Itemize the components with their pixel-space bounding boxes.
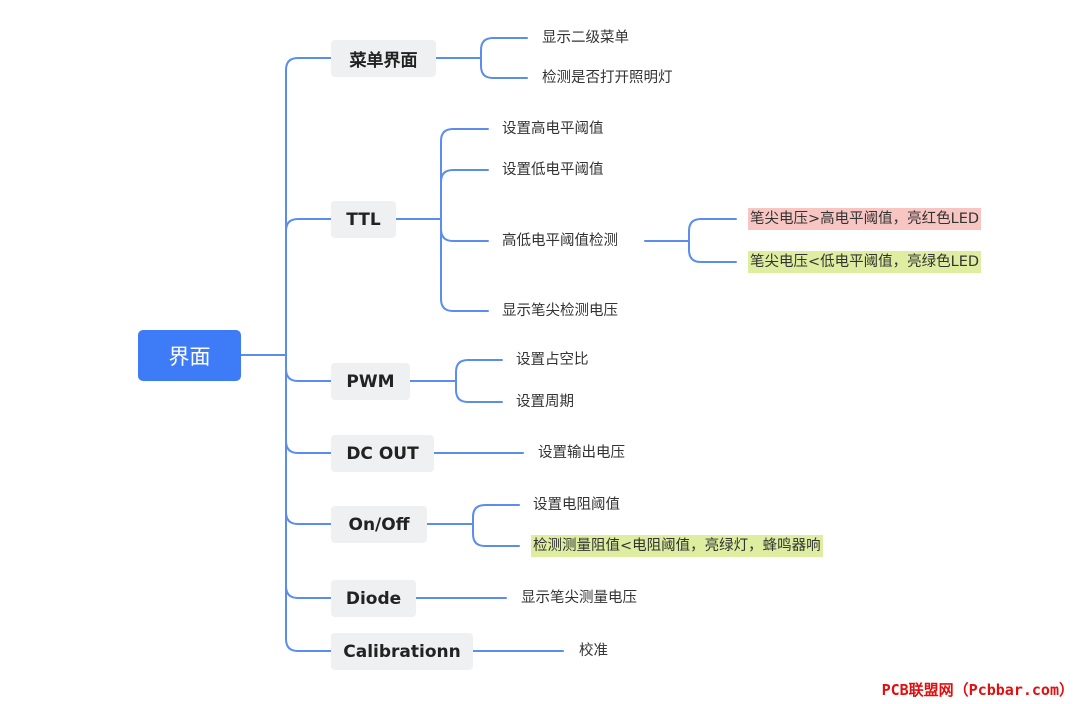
edge-pwm-2 [455, 380, 503, 403]
edge-onoff-2 [472, 523, 520, 547]
leaf-ttl-1[interactable]: 设置高电平阈值 [502, 121, 604, 137]
edge-dcout [285, 354, 332, 454]
leaf-diode-1[interactable]: 显示笔尖测量电压 [521, 590, 637, 606]
leaf-detect-low[interactable]: 笔尖电压<低电平阈值，亮绿色LED [748, 251, 982, 273]
leaf-pwm-2[interactable]: 设置周期 [516, 394, 574, 410]
leaf-menu-1[interactable]: 显示二级菜单 [542, 30, 629, 46]
leaf-pwm-1[interactable]: 设置占空比 [516, 352, 589, 368]
root-node[interactable]: 界面 [138, 330, 241, 381]
node-diode[interactable]: Diode [331, 580, 416, 617]
edge-ttl-3 [440, 218, 489, 242]
node-calibration[interactable]: Calibrationn [331, 633, 473, 670]
node-dcout[interactable]: DC OUT [331, 435, 434, 472]
node-menu[interactable]: 菜单界面 [331, 40, 436, 77]
edge-ttl-4 [440, 218, 489, 312]
watermark-text: PCB联盟网（Pcbbar.com） [881, 681, 1074, 699]
edge-ttl [285, 218, 332, 356]
edge-detect-1 [688, 218, 737, 242]
edge-menu-1 [480, 37, 528, 59]
leaf-ttl-4[interactable]: 显示笔尖检测电压 [502, 303, 618, 319]
edge-ttl-2 [440, 169, 489, 220]
edge-pwm [285, 354, 332, 382]
edge-ttl-1 [440, 128, 489, 220]
node-pwm[interactable]: PWM [331, 363, 410, 400]
edge-menu-2 [480, 57, 528, 79]
leaf-dcout-1[interactable]: 设置输出电压 [538, 445, 625, 461]
edge-pwm-1 [455, 359, 503, 382]
leaf-detect-high[interactable]: 笔尖电压>高电平阈值，亮红色LED [748, 208, 982, 230]
leaf-ttl-2[interactable]: 设置低电平阈值 [502, 162, 604, 178]
leaf-ttl-3[interactable]: 高低电平阈值检测 [502, 233, 618, 249]
edge-onoff-1 [472, 504, 520, 525]
edge-calibration [285, 354, 332, 652]
node-onoff[interactable]: On/Off [331, 506, 427, 543]
leaf-onoff-1[interactable]: 设置电阻阈值 [533, 497, 620, 513]
leaf-calibration-1[interactable]: 校准 [579, 643, 608, 659]
node-ttl[interactable]: TTL [331, 201, 396, 238]
leaf-onoff-2[interactable]: 检测测量阻值<电阻阈值，亮绿灯，蜂鸣器响 [531, 535, 823, 557]
leaf-menu-2[interactable]: 检测是否打开照明灯 [542, 70, 673, 86]
edge-detect-2 [688, 240, 737, 263]
edge-diode [285, 354, 332, 599]
edge-menu [285, 57, 332, 356]
